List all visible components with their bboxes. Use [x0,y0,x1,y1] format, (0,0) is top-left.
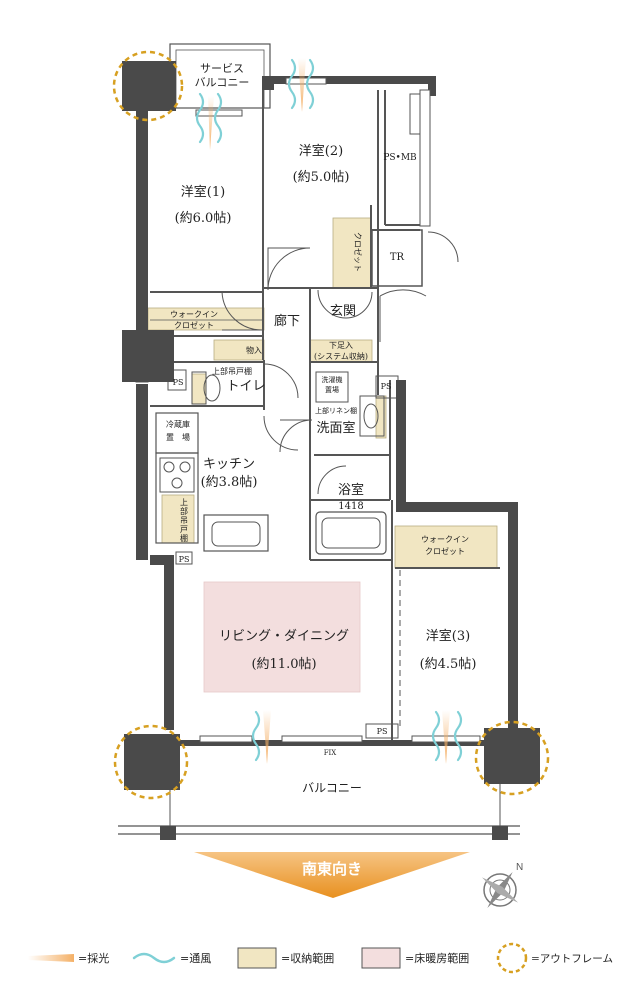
outframe-marker [113,724,189,800]
legend-heating-label: =床暖房範囲 [405,951,469,965]
wind-wave [251,710,261,762]
western3-size: (約4.5帖) [420,657,477,672]
wind-wave [453,710,463,762]
wind-wave [195,92,205,144]
walkin-closet-label: ウォークイン [170,310,218,319]
walkin-closet3-label: ウォークイン [421,535,469,544]
legend-outframe-label: =アウトフレーム [531,953,613,965]
legend-wind-label: =通風 [180,952,211,965]
walkin-closet-label: クロゼット [174,320,214,330]
light-ray [298,58,306,112]
ps-label: PS [173,378,184,387]
entrance-label: 玄関 [330,304,356,319]
closet-western2-area [332,217,372,289]
orientation-label: 南東向き [302,860,362,878]
legend-light-label: =採光 [78,951,109,965]
floor-heating-area [203,581,361,693]
linen-label: 上部リネン棚 [315,406,357,415]
light-markers [208,58,450,764]
outframe-marker [474,720,550,796]
fridge-label: 冷蔵庫 [166,419,190,429]
wind-wave [287,58,297,110]
legend-storage-label: =収納範囲 [281,951,334,965]
upper-cabinet-label: 上部吊戸棚 [212,366,252,376]
outframe-column [122,330,174,382]
fridge-label: 置 場 [166,432,190,442]
compass-north-label: N [516,862,523,873]
legend-storage-swatch [237,947,277,969]
fix-label: FIX [324,749,337,757]
door-swings [221,231,459,495]
wind-wave [213,92,223,144]
tr-label: TR [390,252,405,263]
legend-heating-swatch [361,947,401,969]
western3-label: 洋室(3) [426,628,470,644]
orientation-arrow: 南東向き [194,852,470,898]
legend: =採光 =通風 =収納範囲 =床暖房範囲 =アウトフレーム [28,942,613,974]
psmb-label: PS•MB [383,153,417,163]
wind-markers [195,58,463,762]
walkin-closet-3-area [394,525,498,569]
outframe-column [122,61,176,111]
shoe-storage-label: (システム収納) [314,351,368,361]
western2-size: (約5.0帖) [293,170,350,185]
ps-label: PS [377,727,388,736]
bath-size: 1418 [338,501,363,512]
kitchen-shelf-label: 戸 [180,525,188,534]
outframe-marker [112,50,184,122]
compass-icon: N [481,862,523,909]
outframe-column [484,728,540,784]
washer-label: 洗濯機 [322,375,343,384]
western1-label: 洋室(1) [181,184,225,200]
bath-label: 浴室 [338,482,364,498]
hallway-label: 廊下 [274,313,300,329]
ps-label: PS [381,382,392,391]
washroom-label: 洗面室 [316,420,355,436]
balcony-label: バルコニー [302,781,362,795]
service-balcony-label: サービス [200,62,244,75]
closet-label: クロゼット [353,232,363,272]
light-ray [442,710,450,764]
light-ray [208,96,214,150]
kitchen-shelf-label: 棚 [180,533,188,543]
storage-areas [147,217,498,569]
wind-wave [431,710,441,762]
ps-label: PS [179,555,190,564]
kitchen-shelf-label: 吊 [180,516,188,525]
shoe-storage-label: 下足入 [329,341,353,350]
outframe-columns [122,61,540,790]
legend-outframe-icon [496,942,528,974]
kitchen-shelf-area [161,494,195,544]
legend-wind-icon [132,952,176,964]
washer-label: 置場 [325,385,339,394]
wind-wave [305,58,315,110]
kitchen-label: キッチン [203,457,255,472]
western2-label: 洋室(2) [299,143,343,159]
living-label: リビング・ダイニング [219,629,349,644]
kitchen-shelf-label: 部 [180,506,188,516]
kitchen-size: (約3.8帖) [201,475,258,490]
legend-light-icon [28,954,74,962]
service-balcony-label: バルコニー [195,76,250,89]
living-size: (約11.0帖) [251,657,316,672]
walkin-closet3-label: クロゼット [425,546,465,556]
kitchen-shelf-label: 上 [180,498,188,507]
outframe-markers [112,50,550,800]
light-ray [263,710,271,764]
outframe-column [124,734,180,790]
storage-label: 物入 [246,345,262,355]
western1-size: (約6.0帖) [175,211,232,226]
toilet-label: トイレ [226,379,265,394]
